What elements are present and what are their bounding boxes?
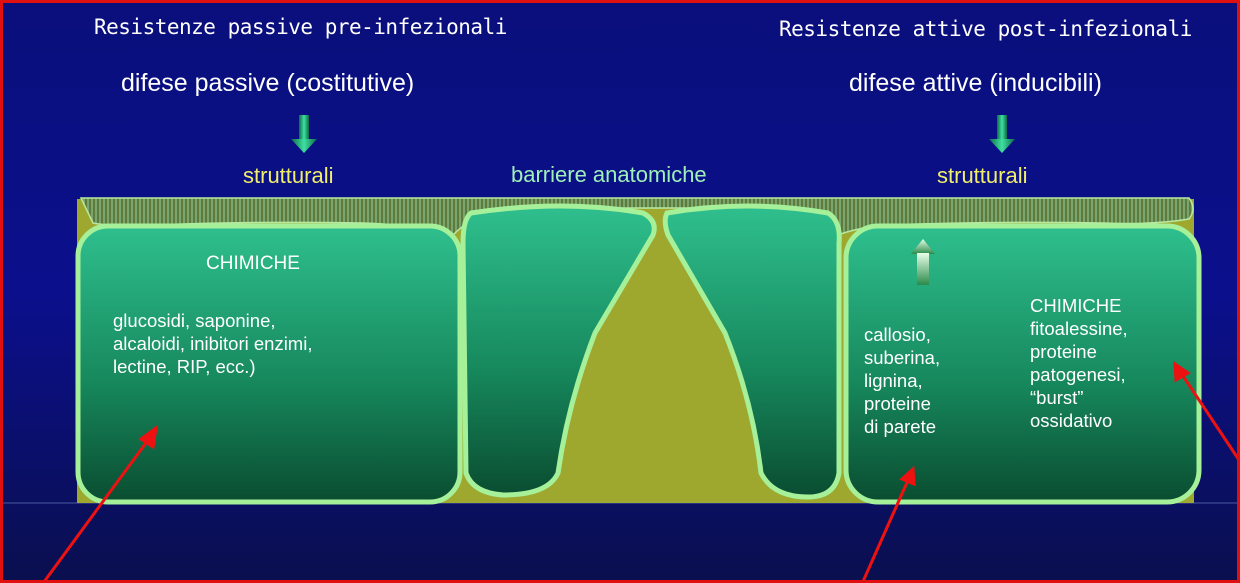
left-cell-line: lectine, RIP, ecc.): [113, 356, 256, 377]
right-cell-chemical-title: CHIMICHE: [1030, 295, 1122, 316]
header-right: Resistenze attive post-infezionali: [779, 17, 1192, 41]
header-left: Resistenze passive pre-infezionali: [94, 15, 507, 39]
right-cell-chemical-line: ossidativo: [1030, 410, 1113, 431]
up-arrow-icon: [911, 239, 935, 285]
label-barriere-anatomiche: barriere anatomiche: [511, 162, 707, 187]
right-cell-chemical-line: “burst”: [1030, 387, 1084, 408]
left-cell-list: glucosidi, saponine, alcaloidi, inibitor…: [113, 309, 433, 378]
subheader-left: difese passive (costitutive): [121, 69, 415, 97]
left-cell-title: CHIMICHE: [206, 253, 300, 274]
right-cell-structural-line: callosio,: [864, 324, 931, 345]
label-strutturali-right: strutturali: [937, 163, 1028, 188]
left-cell-line: glucosidi, saponine,: [113, 310, 276, 331]
left-cell: [75, 223, 463, 505]
red-arrow-middle: [862, 477, 911, 580]
red-pointer-arrows: [43, 361, 1237, 580]
guard-cell-left: [460, 203, 657, 498]
right-cell: [843, 223, 1202, 505]
red-arrow-right-head: [1173, 361, 1191, 383]
red-arrow-middle-head: [899, 465, 916, 487]
down-arrow-icon-right: [989, 115, 1015, 153]
right-cell-chemical-line: proteine: [1030, 341, 1097, 362]
right-cell-structural-line: suberina,: [864, 347, 941, 368]
right-cell-chemical-line: patogenesi,: [1030, 364, 1126, 385]
right-cell-structural-line: proteine: [864, 393, 931, 414]
right-cell-structural-line: di parete: [864, 416, 936, 437]
left-cell-line: alcaloidi, inibitori enzimi,: [113, 333, 313, 354]
right-cell-structural-line: lignina,: [864, 370, 923, 391]
diagram-artwork: [3, 3, 1237, 580]
label-strutturali-left: strutturali: [243, 163, 334, 188]
red-arrow-left: [43, 435, 153, 580]
red-arrow-right: [1179, 372, 1237, 460]
subheader-right: difese attive (inducibili): [849, 69, 1102, 97]
guard-cell-right: [662, 203, 842, 500]
right-cell-structural-list: callosio, suberina, lignina, proteine di…: [864, 323, 994, 438]
right-cell-chemical-list: CHIMICHE fitoalessine, proteine patogene…: [1030, 294, 1180, 432]
right-cell-chemical-line: fitoalessine,: [1030, 318, 1128, 339]
red-arrow-left-head: [138, 424, 159, 450]
down-arrow-icon-left: [291, 115, 317, 153]
